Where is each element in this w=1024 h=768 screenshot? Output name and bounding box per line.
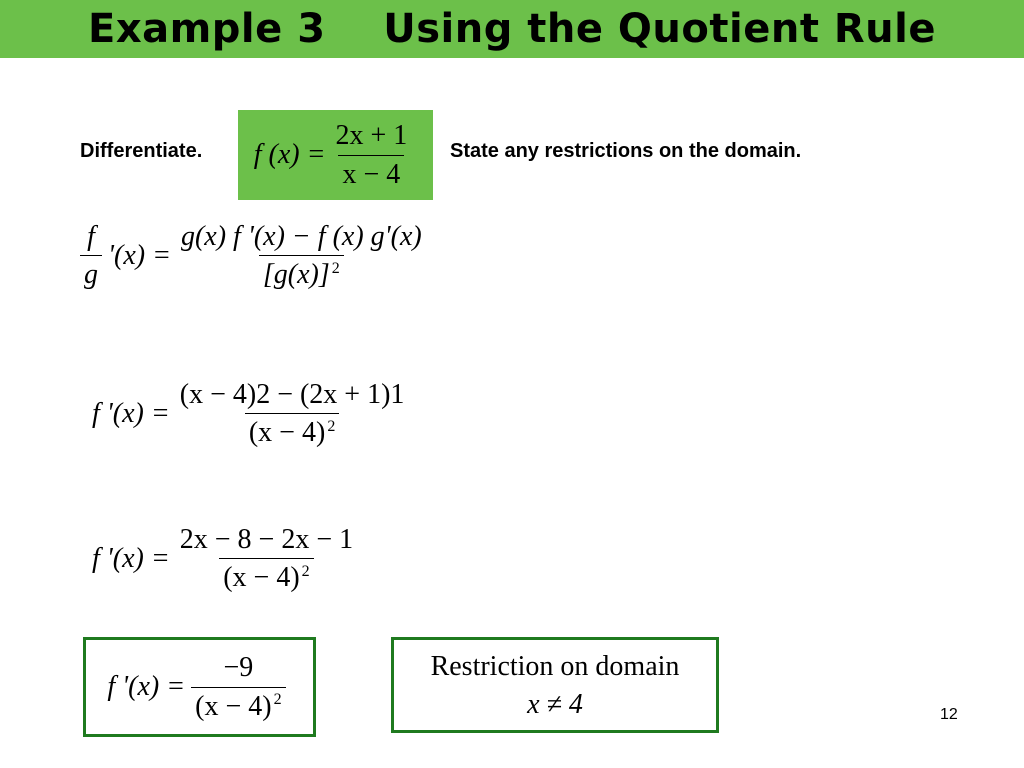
title-spacer bbox=[326, 6, 384, 52]
answer-box: f '(x) = −9 (x − 4)2 bbox=[83, 637, 316, 737]
step2-denominator-wrap: (x − 4)2 bbox=[219, 558, 314, 594]
rule-denominator: [g(x)] bbox=[262, 259, 330, 291]
step-2: f '(x) = 2x − 8 − 2x − 1 (x − 4)2 bbox=[92, 525, 363, 593]
restrictions-prompt: State any restrictions on the domain. bbox=[450, 140, 802, 162]
step2-numerator: 2x − 8 − 2x − 1 bbox=[179, 524, 354, 555]
step1-lhs: f '(x) = bbox=[92, 397, 170, 429]
rule-lhs-num: f bbox=[87, 221, 95, 252]
differentiate-label: Differentiate. bbox=[80, 140, 203, 162]
answer-numerator: −9 bbox=[223, 652, 254, 684]
title-heading: Using the Quotient Rule bbox=[383, 6, 936, 52]
restriction-line1: Restriction on domain bbox=[430, 651, 680, 682]
given-numerator: 2x + 1 bbox=[335, 120, 408, 152]
quotient-rule: f g '(x) = g(x) f '(x) − f (x) g'(x) [g(… bbox=[80, 222, 432, 290]
given-function-box: f (x) = 2x + 1 x − 4 bbox=[238, 110, 433, 200]
step2-fraction: 2x − 8 − 2x − 1 (x − 4)2 bbox=[176, 525, 357, 593]
page-number: 12 bbox=[940, 706, 958, 723]
answer-denominator: (x − 4) bbox=[195, 690, 272, 722]
title-bar: Example 3 Using the Quotient Rule bbox=[0, 0, 1024, 58]
step2-lhs: f '(x) = bbox=[92, 542, 170, 574]
step1-denominator: (x − 4) bbox=[248, 417, 326, 449]
step2-denominator-exp: 2 bbox=[301, 563, 310, 581]
given-lhs: f (x) = bbox=[253, 139, 326, 170]
given-function: f (x) = 2x + 1 x − 4 bbox=[254, 121, 418, 189]
step1-numerator: (x − 4)2 − (2x + 1)1 bbox=[179, 379, 405, 410]
step1-fraction: (x − 4)2 − (2x + 1)1 (x − 4)2 bbox=[176, 380, 409, 448]
rule-lhs-tail: '(x) = bbox=[108, 239, 171, 271]
restriction-line2: x ≠ 4 bbox=[527, 689, 583, 720]
rule-numerator: g(x) f '(x) − f (x) g'(x) bbox=[180, 221, 422, 252]
rule-denominator-exp: 2 bbox=[331, 260, 340, 278]
rule-denominator-wrap: [g(x)]2 bbox=[258, 255, 344, 291]
given-fraction: 2x + 1 x − 4 bbox=[331, 121, 411, 189]
step1-denominator-exp: 2 bbox=[327, 418, 336, 436]
answer-denominator-wrap: (x − 4)2 bbox=[191, 686, 286, 722]
given-denominator: x − 4 bbox=[338, 154, 405, 189]
answer-denominator-exp: 2 bbox=[273, 691, 282, 709]
answer-fraction: −9 (x − 4)2 bbox=[191, 652, 286, 722]
answer-lhs: f '(x) = bbox=[107, 671, 186, 702]
rule-lhs-fraction: f g bbox=[80, 222, 102, 290]
rule-fraction: g(x) f '(x) − f (x) g'(x) [g(x)]2 bbox=[177, 222, 426, 290]
step-1: f '(x) = (x − 4)2 − (2x + 1)1 (x − 4)2 bbox=[92, 380, 414, 448]
rule-lhs-den: g bbox=[80, 255, 102, 290]
step2-denominator: (x − 4) bbox=[223, 562, 300, 594]
restriction-box: Restriction on domain x ≠ 4 bbox=[391, 637, 719, 733]
answer: f '(x) = −9 (x − 4)2 bbox=[107, 653, 291, 721]
title-example: Example 3 bbox=[88, 6, 326, 52]
step1-denominator-wrap: (x − 4)2 bbox=[244, 413, 340, 449]
